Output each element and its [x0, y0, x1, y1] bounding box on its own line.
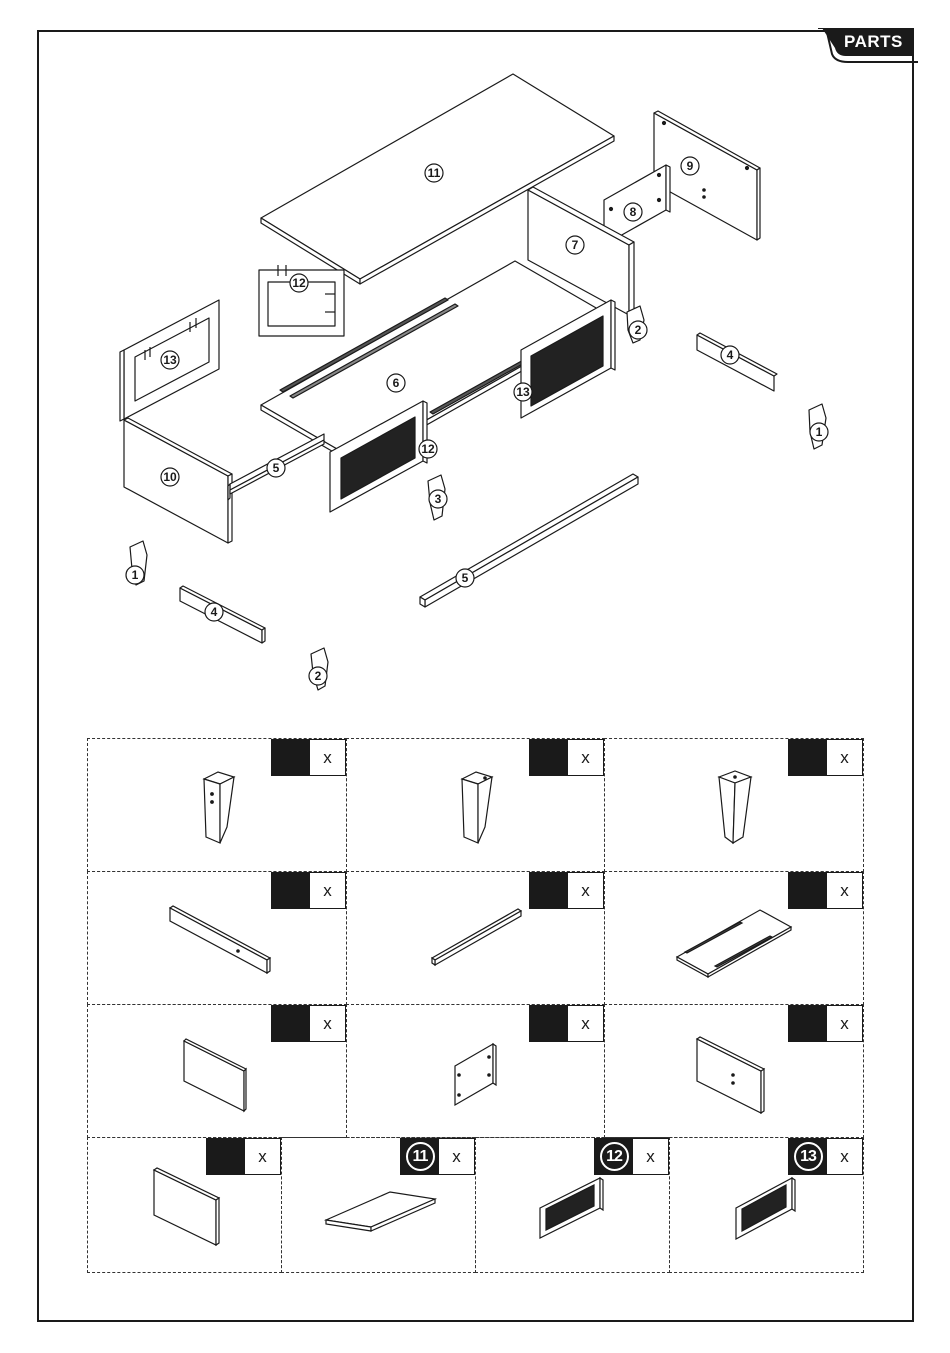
part-cell: x — [346, 738, 605, 872]
callout-back-small-panel: 8 — [630, 205, 637, 219]
leg-c-thumbnail — [605, 739, 865, 873]
exploded-assembly-diagram: 11 9 8 7 12 13 6 13 12 2 4 1 10 5 3 5 1 … — [0, 0, 950, 720]
part-cell: x — [604, 871, 864, 1005]
callout-frame-left-top: 12 — [292, 276, 306, 290]
parts-table: x x x — [87, 738, 864, 1273]
callout-top-panel: 11 — [428, 166, 441, 180]
part-cell: x — [87, 1004, 347, 1138]
callout-partition-panel: 7 — [572, 238, 579, 252]
callout-rail-left: 4 — [211, 605, 218, 619]
leg-b-thumbnail — [347, 739, 606, 873]
rail-short-thumbnail — [88, 872, 348, 1006]
part-cell: x — [87, 1137, 282, 1273]
callout-bottom-panel: 6 — [393, 376, 400, 390]
bottom-panel-thumbnail — [605, 872, 865, 1006]
callout-rail-front-long: 5 — [462, 571, 469, 585]
callout-rail-front-left: 5 — [273, 461, 280, 475]
callout-leg-left: 1 — [132, 568, 139, 582]
callout-rail-right: 4 — [727, 348, 734, 362]
callout-leg-center: 3 — [435, 492, 442, 506]
callout-frame-left: 13 — [163, 353, 177, 367]
callout-door-center: 12 — [421, 442, 435, 456]
back-panel-thumbnail — [347, 1005, 606, 1139]
rail-right — [697, 333, 777, 391]
part-cell: x — [604, 738, 864, 872]
top-panel-thumbnail — [282, 1138, 477, 1274]
part-cell: x — [346, 871, 605, 1005]
callout-leg-right: 1 — [816, 425, 823, 439]
door-frame-12-thumbnail — [476, 1138, 671, 1274]
side-panel-thumbnail — [88, 1005, 348, 1139]
callout-leg-back-right: 2 — [635, 323, 642, 337]
part-cell: x — [87, 871, 347, 1005]
rail-front-long — [420, 474, 638, 607]
callout-door-right: 13 — [516, 385, 530, 399]
side-panel-right-thumbnail — [605, 1005, 865, 1139]
callout-side-panel-left: 10 — [163, 470, 177, 484]
callout-leg-front: 2 — [315, 669, 322, 683]
partition-panel-thumbnail — [88, 1138, 283, 1274]
door-frame-13-thumbnail — [670, 1138, 865, 1274]
part-cell: x — [346, 1004, 605, 1138]
leg-a-thumbnail — [88, 739, 348, 873]
part-cell: x — [604, 1004, 864, 1138]
rail-long-thumbnail — [347, 872, 606, 1006]
callout-side-panel-right: 9 — [687, 159, 694, 173]
part-cell: x — [87, 738, 347, 872]
